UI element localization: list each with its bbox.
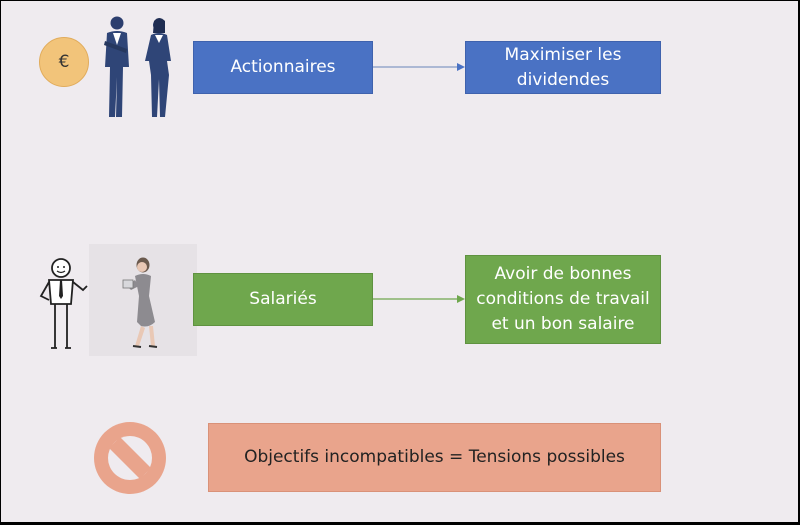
objective-text-employees: Avoir de bonnes conditions de travail et… (476, 264, 650, 334)
group-label-shareholders: Actionnaires (230, 57, 336, 77)
objective-box-shareholders: Maximiser les dividendes (465, 41, 661, 94)
objective-box-employees: Avoir de bonnes conditions de travail et… (465, 255, 661, 344)
employees-icon (122, 257, 158, 348)
objective-text-shareholders: Maximiser les dividendes (504, 44, 622, 90)
employee-photo (89, 244, 197, 356)
arrowhead-employees (457, 295, 465, 303)
group-box-employees: Salariés (193, 273, 373, 326)
arrowhead-shareholders (457, 63, 465, 71)
currency-symbol: € (58, 52, 70, 72)
stick-figure-icon (39, 258, 88, 349)
conclusion-box: Objectifs incompatibles = Tensions possi… (208, 423, 661, 492)
prohibited-icon (94, 422, 166, 494)
group-label-employees: Salariés (249, 289, 317, 309)
euro-coin-icon: € (39, 37, 89, 87)
group-box-shareholders: Actionnaires (193, 41, 373, 94)
conclusion-text: Objectifs incompatibles = Tensions possi… (244, 447, 625, 467)
businesspeople-icon (104, 16, 171, 117)
